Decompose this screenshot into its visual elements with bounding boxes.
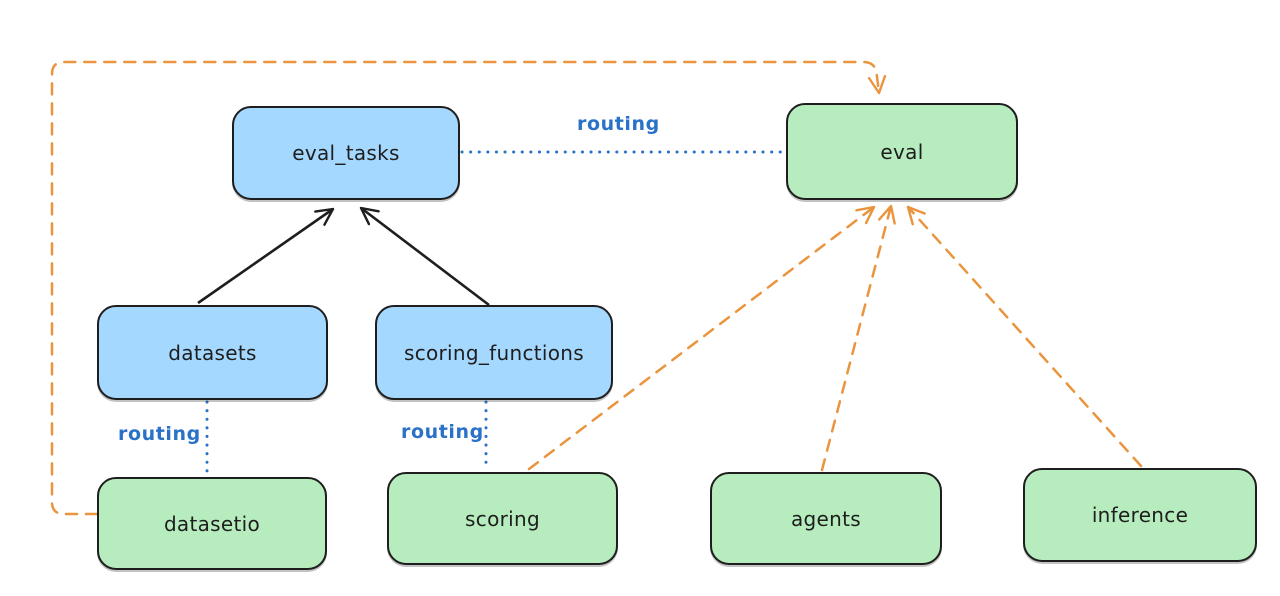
node-agents: agents bbox=[710, 472, 942, 565]
node-datasets: datasets bbox=[97, 305, 328, 400]
edge-datasetio-to-eval bbox=[50, 60, 887, 516]
node-label: scoring bbox=[465, 506, 540, 531]
node-eval-tasks: eval_tasks bbox=[232, 106, 460, 200]
node-inference: inference bbox=[1023, 468, 1257, 562]
edge-label-routing-datasetio: routing bbox=[118, 423, 201, 445]
edge-datasets-to-eval_tasks bbox=[197, 207, 335, 305]
node-label: datasetio bbox=[163, 511, 261, 536]
node-scoring-functions: scoring_functions bbox=[375, 305, 613, 400]
edge-scoring_functions-to-eval_tasks bbox=[359, 206, 490, 307]
node-eval: eval bbox=[786, 103, 1018, 200]
node-label: eval_tasks bbox=[292, 141, 400, 165]
node-label: inference bbox=[1091, 503, 1189, 527]
node-label: agents bbox=[791, 506, 861, 531]
node-label: scoring_functions bbox=[403, 340, 585, 365]
node-label: eval bbox=[880, 139, 924, 164]
node-scoring: scoring bbox=[387, 472, 618, 565]
edge-label-routing-scoring: routing bbox=[401, 421, 484, 443]
edge-agents-to-eval bbox=[820, 204, 896, 472]
edge-inference-to-eval bbox=[906, 205, 1143, 468]
node-label: datasets bbox=[168, 340, 257, 365]
edge-label-routing-top: routing bbox=[577, 113, 660, 135]
node-datasetio: datasetio bbox=[97, 477, 327, 570]
